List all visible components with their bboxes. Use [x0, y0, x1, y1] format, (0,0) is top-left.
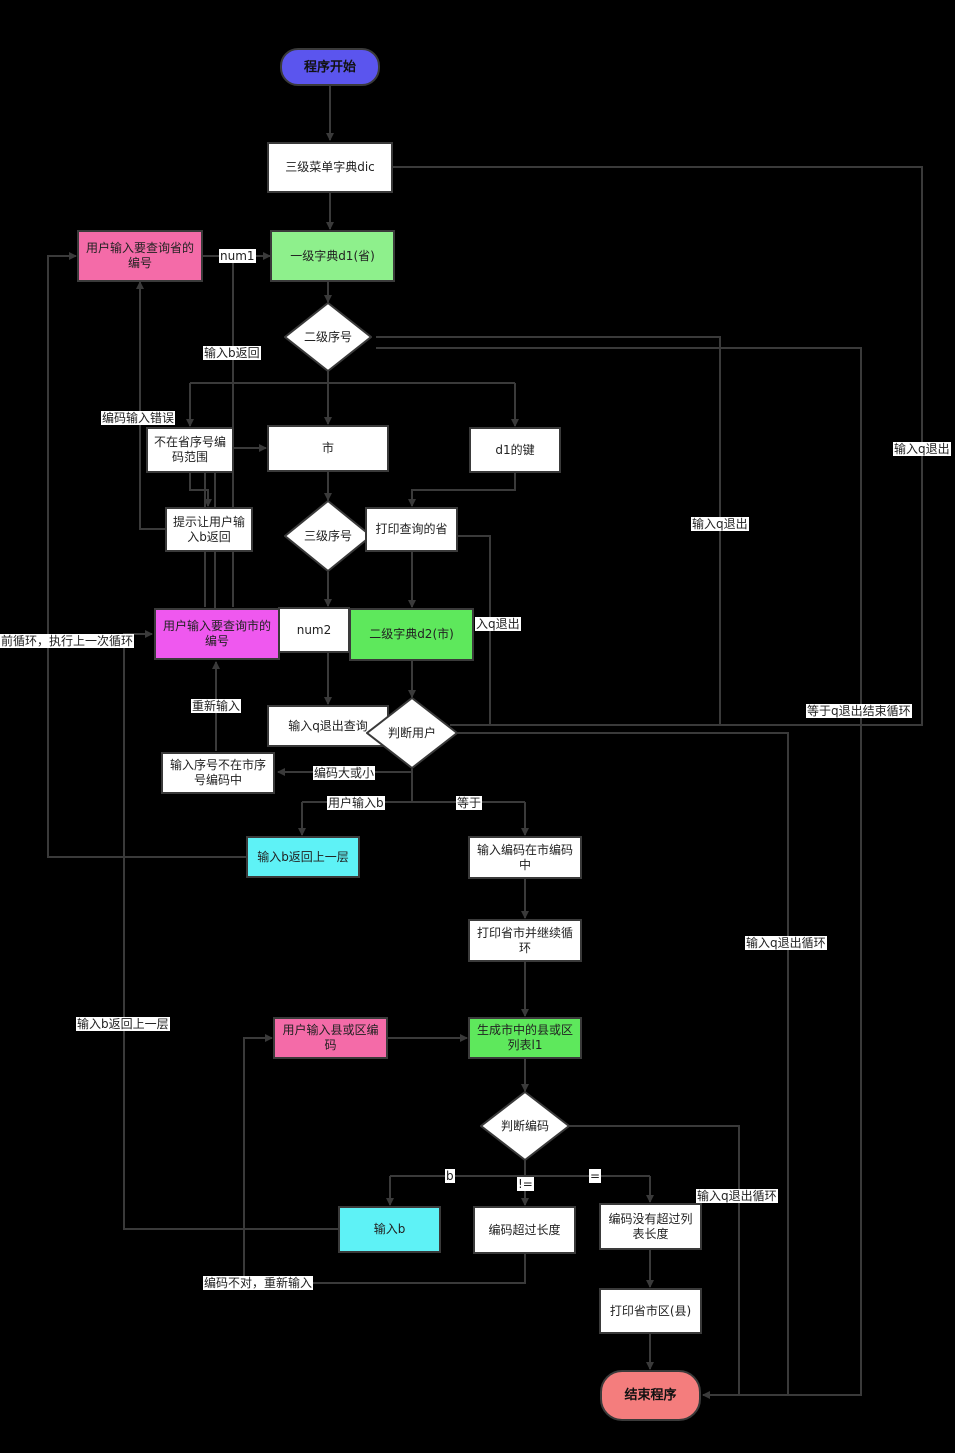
edge-label-end-loop: 等于q退出结束循环 [806, 704, 912, 718]
edge-label-b-back: 输入b返回 [203, 346, 261, 360]
dic-node: 三级菜单字典dic [267, 142, 393, 193]
edge-label-ne: != [517, 1177, 534, 1191]
edge-label-wrong-code: 编码不对，重新输入 [203, 1276, 314, 1290]
judge-code-label: 判断编码 [500, 1118, 549, 1133]
edge-label-num1: num1 [219, 249, 256, 263]
edge-label-re-enter: 重新输入 [191, 699, 242, 713]
end-terminal: 结束程序 [600, 1370, 701, 1421]
print-province-node: 打印查询的省 [365, 507, 458, 552]
num2-node: num2 [278, 607, 350, 653]
print-continue-node: 打印省市并继续循环 [468, 919, 582, 962]
edge-label-prev-loop: 前循环，执行上一次循环 [0, 634, 135, 648]
edge-label-q-quit-3: 入q退出 [475, 617, 521, 631]
input-county-node: 用户输入县或区编码 [273, 1017, 388, 1059]
code-in-city-node: 输入编码在市编码中 [468, 836, 582, 879]
edge-label-q-loop-2: 输入q退出循环 [696, 1189, 778, 1203]
edge-label-b-up: 输入b返回上一层 [76, 1017, 170, 1031]
edge-label-q-quit-2: 输入q退出 [691, 517, 749, 531]
code-ok-node: 编码没有超过列表长度 [599, 1203, 702, 1250]
edge-label-b: b [445, 1169, 455, 1183]
edge-label-q-loop-1: 输入q退出循环 [745, 936, 827, 950]
d1-node: 一级字典d1(省) [270, 230, 395, 282]
q-quit-node: 输入q退出查询 [267, 705, 389, 747]
b-back-node: 输入b返回上一层 [246, 836, 360, 878]
level2-label: 二级序号 [303, 329, 352, 344]
edge-label-eq: = [589, 1169, 602, 1183]
edge-label-code-error: 编码输入错误 [101, 411, 176, 425]
not-in-range-node: 不在省序号编码范围 [146, 427, 234, 473]
d1-keys-node: d1的键 [469, 427, 561, 473]
input-b-node: 输入b [338, 1206, 441, 1253]
judge-user-decision [366, 697, 458, 769]
level2-decision [284, 302, 372, 372]
input-city-node: 用户输入要查询市的编号 [154, 608, 280, 660]
input-province-node: 用户输入要查询省的编号 [77, 230, 203, 282]
edge-label-user-b: 用户输入b [327, 796, 385, 810]
print-county-node: 打印省市区(县) [599, 1288, 702, 1334]
edge-label-equal: 等于 [456, 796, 483, 810]
city-node: 市 [267, 425, 389, 472]
level3-decision [284, 500, 372, 572]
prompt-b-node: 提示让用户输入b返回 [165, 507, 253, 552]
edge-label-q-quit-1: 输入q退出 [893, 442, 951, 456]
d2-node: 二级字典d2(市) [349, 608, 474, 661]
level3-label: 三级序号 [303, 528, 352, 543]
edge-label-big-small: 编码大或小 [313, 766, 376, 780]
start-terminal: 程序开始 [280, 48, 380, 86]
judge-user-label: 判断用户 [387, 725, 436, 740]
code-too-long-node: 编码超过长度 [473, 1206, 576, 1254]
judge-code-decision [480, 1091, 570, 1161]
seq-not-in-city-node: 输入序号不在市序号编码中 [161, 752, 275, 794]
county-list-node: 生成市中的县或区列表l1 [468, 1017, 582, 1059]
